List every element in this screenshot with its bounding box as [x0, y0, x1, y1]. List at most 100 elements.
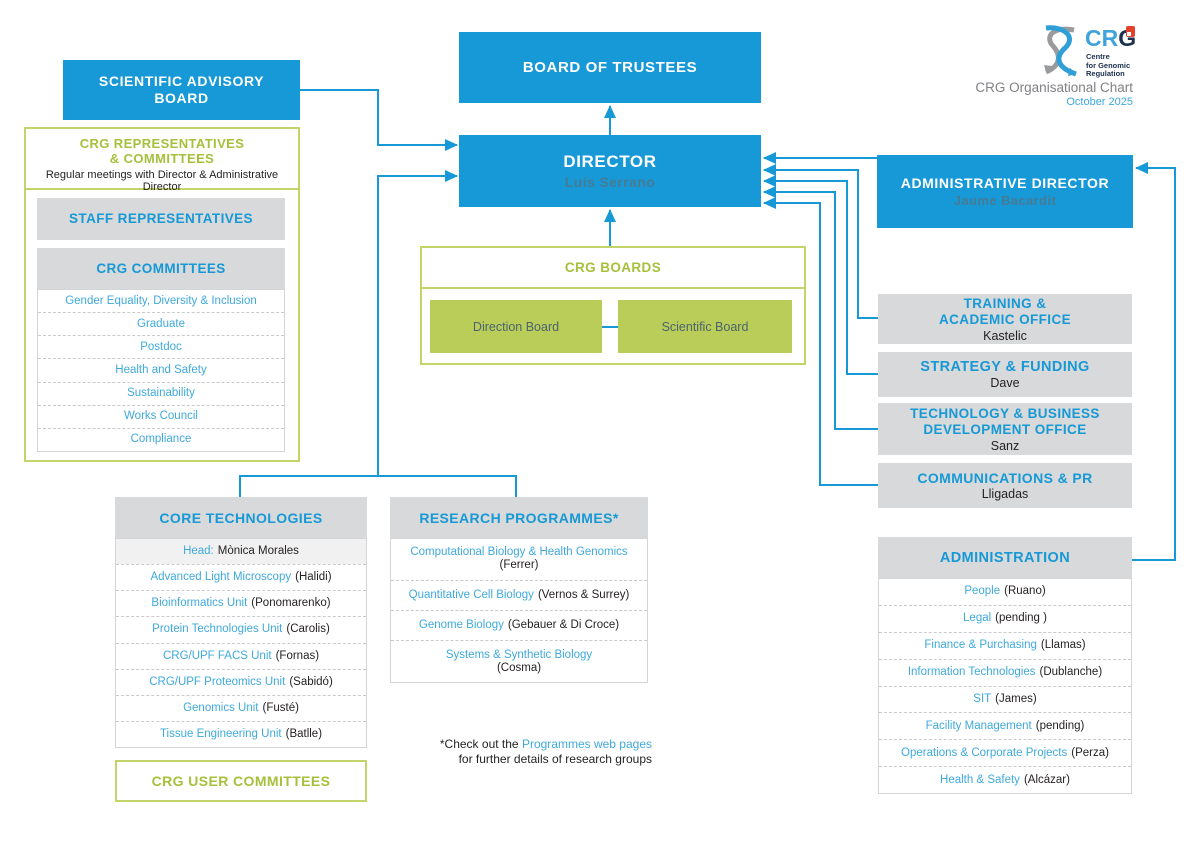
- administrative-director-box: ADMINISTRATIVE DIRECTOR Jaume Bacardit: [877, 155, 1133, 228]
- administrative-director-name: Jaume Bacardit: [953, 193, 1057, 208]
- unit-head: (Fusté): [262, 701, 299, 714]
- logo-tagline-line: for Genomic: [1086, 60, 1131, 70]
- admin-head: (pending): [1035, 719, 1085, 732]
- footnote-text: for further details of research groups: [458, 752, 652, 766]
- committee-item: Graduate: [38, 312, 284, 335]
- communications-pr-box: COMMUNICATIONS & PR Lligadas: [878, 463, 1132, 508]
- crg-user-committees-label: CRG USER COMMITTEES: [151, 773, 331, 789]
- research-programme-item: Computational Biology & Health Genomics …: [391, 539, 647, 580]
- admin-unit: Legal: [963, 612, 992, 625]
- crg-user-committees-box: CRG USER COMMITTEES: [115, 760, 367, 802]
- admin-head: (Ruano): [1004, 585, 1046, 598]
- committee-item: Health and Safety: [38, 358, 284, 381]
- crg-logo-swirl-icon: [1044, 25, 1077, 77]
- staff-representatives-label: STAFF REPRESENTATIVES: [69, 211, 253, 226]
- programme-heads: (Cosma): [496, 661, 542, 674]
- committee-item: Gender Equality, Diversity & Inclusion: [38, 290, 284, 312]
- director-name: Luis Serrano: [564, 174, 656, 190]
- programme-name: Computational Biology & Health Genomics: [410, 546, 628, 559]
- core-technology-item: Protein Technologies Unit(Carolis): [116, 616, 366, 642]
- unit-head: (Ponomarenko): [251, 597, 331, 610]
- logo-red-quote-icon: [1126, 26, 1135, 37]
- admin-unit: Finance & Purchasing: [924, 639, 1037, 652]
- representatives-title: CRG REPRESENTATIVES: [79, 136, 245, 151]
- admin-head: (James): [995, 692, 1037, 705]
- research-programme-item: Systems & Synthetic Biology (Cosma): [391, 640, 647, 682]
- strategy-funding-box: STRATEGY & FUNDING Dave: [878, 352, 1132, 397]
- scientific-advisory-board-label: SCIENTIFIC ADVISORY: [98, 73, 265, 89]
- programmes-web-pages-link[interactable]: Programmes web pages: [521, 737, 652, 751]
- programme-name: Systems & Synthetic Biology: [445, 648, 593, 661]
- core-technology-item: Genomics Unit(Fusté): [116, 694, 366, 721]
- core-technology-item: Tissue Engineering Unit(Batlle): [116, 720, 366, 747]
- logo-tagline-line: Regulation: [1086, 69, 1125, 78]
- logo-tagline: Centre for Genomic Regulation: [1086, 52, 1131, 79]
- admin-unit: Operations & Corporate Projects: [901, 746, 1068, 759]
- chart-title: CRG Organisational Chart: [975, 80, 1133, 95]
- admin-unit: Health & Safety: [940, 773, 1020, 786]
- staff-representatives-box: STAFF REPRESENTATIVES: [37, 198, 285, 240]
- administration-item: Information Technologies(Dublanche): [879, 658, 1131, 686]
- administration-label: ADMINISTRATION: [939, 549, 1071, 566]
- admin-unit: People: [964, 585, 1001, 598]
- direction-board-label: Direction Board: [472, 319, 560, 334]
- research-programmes-label: RESEARCH PROGRAMMES*: [419, 509, 619, 526]
- committee-item: Postdoc: [38, 335, 284, 358]
- unit-head: (Batlle): [285, 727, 323, 740]
- committee-item-label: Compliance: [130, 433, 192, 446]
- crg-committees-label: CRG COMMITTEES: [96, 260, 226, 276]
- scientific-advisory-board-label: BOARD: [154, 90, 209, 106]
- scientific-advisory-board-box: SCIENTIFIC ADVISORY BOARD: [63, 60, 300, 120]
- administration-item: Facility Management(pending): [879, 712, 1131, 739]
- unit-head: (Halidi): [295, 571, 332, 584]
- administration-item: Finance & Purchasing(Llamas): [879, 631, 1131, 659]
- programme-name: Quantitative Cell Biology: [408, 588, 534, 601]
- crg-boards-title: CRG BOARDS: [422, 248, 804, 289]
- admin-head: (Dublanche): [1039, 666, 1103, 679]
- committee-item-label: Postdoc: [140, 340, 182, 353]
- administration-item: SIT(James): [879, 685, 1131, 713]
- unit-head: (Sabidó): [289, 675, 333, 688]
- unit-name: Advanced Light Microscopy: [150, 571, 292, 584]
- administration-header: ADMINISTRATION: [878, 537, 1132, 578]
- office-title: TRAINING &: [963, 295, 1047, 311]
- office-title: DEVELOPMENT OFFICE: [923, 421, 1087, 437]
- core-technology-item: Advanced Light Microscopy(Halidi): [116, 564, 366, 590]
- admin-head: (pending ): [995, 612, 1047, 625]
- programme-name: Genome Biology: [418, 619, 504, 632]
- crg-committees-list: Gender Equality, Diversity & Inclusion G…: [37, 289, 285, 452]
- admin-unit: SIT: [973, 692, 992, 705]
- logo-tagline-line: Centre: [1086, 52, 1110, 61]
- admin-head: (Perza): [1071, 746, 1109, 759]
- core-technologies-list: Head: Mònica Morales Advanced Light Micr…: [115, 538, 367, 748]
- board-of-trustees-label: BOARD OF TRUSTEES: [522, 59, 698, 76]
- scientific-board-label: Scientific Board: [661, 319, 749, 334]
- programme-heads: (Ferrer): [499, 559, 539, 572]
- unit-name: Bioinformatics Unit: [151, 597, 248, 610]
- programme-heads: (Gebauer & Di Croce): [507, 619, 620, 632]
- unit-name: Tissue Engineering Unit: [159, 727, 282, 740]
- research-programmes-header: RESEARCH PROGRAMMES*: [390, 497, 648, 538]
- representatives-title: & COMMITTEES: [109, 151, 215, 166]
- representatives-title-section: CRG REPRESENTATIVES & COMMITTEES Regular…: [26, 129, 298, 193]
- office-head-name: Lligadas: [981, 487, 1029, 501]
- office-title: COMMUNICATIONS & PR: [917, 470, 1093, 486]
- administration-list: People(Ruano) Legal(pending ) Finance & …: [878, 578, 1132, 794]
- admin-unit: Facility Management: [925, 719, 1032, 732]
- head-label: Head:: [183, 545, 214, 558]
- admin-head: (Alcázar): [1023, 773, 1070, 786]
- office-head-name: Dave: [990, 376, 1020, 390]
- admin-unit: Information Technologies: [907, 666, 1036, 679]
- office-title: TECHNOLOGY & BUSINESS: [910, 405, 1100, 421]
- administration-item: Health & Safety(Alcázar): [879, 766, 1131, 793]
- research-programmes-list: Computational Biology & Health Genomics …: [390, 538, 648, 683]
- research-programme-item: Quantitative Cell Biology (Vernos & Surr…: [391, 579, 647, 610]
- core-technologies-head-row: Head: Mònica Morales: [116, 539, 366, 565]
- direction-board-box: Direction Board: [430, 300, 602, 353]
- core-technology-item: CRG/UPF FACS Unit(Fornas): [116, 642, 366, 669]
- administration-item: People(Ruano): [879, 579, 1131, 605]
- admin-head: (Llamas): [1040, 639, 1086, 652]
- committee-item: Compliance: [38, 427, 284, 451]
